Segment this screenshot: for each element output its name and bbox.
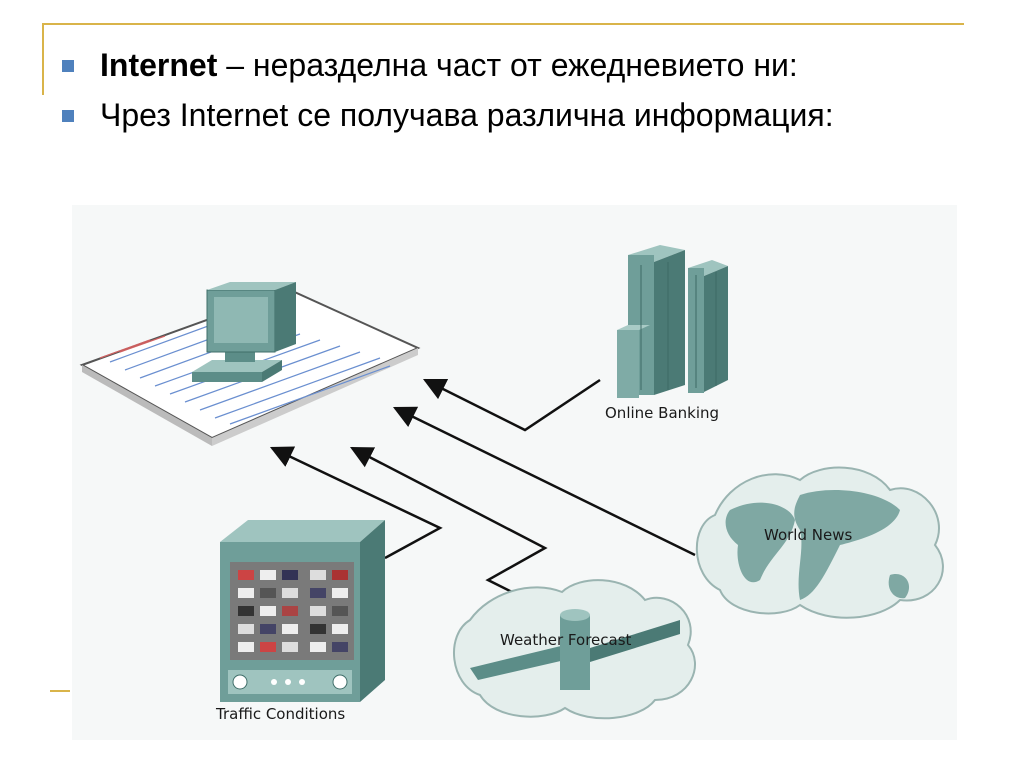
footer-rule [50, 690, 70, 692]
bullet-text: – неразделна част от ежедневието ни: [217, 47, 798, 83]
bullet-item-2: Чрез Internet се получава различна инфор… [62, 90, 834, 140]
bullet-item-1: Internet – неразделна част от ежедневиет… [62, 40, 834, 90]
bullet-text: Чрез Internet се получава различна инфор… [100, 97, 834, 133]
top-rule [42, 23, 964, 25]
traffic-monitor-icon: Traffic Conditions [215, 520, 385, 723]
world-news-cloud: World News [695, 466, 944, 619]
left-rule [42, 23, 44, 95]
weather-forecast-cloud: Weather Forecast [453, 579, 696, 720]
arrow-weather [350, 446, 548, 594]
traffic-conditions-label: Traffic Conditions [215, 705, 345, 723]
bullet-square-icon [62, 110, 74, 122]
computer-icon [79, 282, 421, 446]
bullet-square-icon [62, 60, 74, 72]
world-news-label: World News [764, 526, 852, 544]
arrow-news [392, 406, 696, 557]
weather-forecast-label: Weather Forecast [500, 631, 632, 649]
parking-lot-image [238, 570, 348, 652]
arrow-banking [422, 378, 601, 432]
arrow-traffic [269, 446, 443, 560]
online-banking-label: Online Banking [605, 404, 719, 422]
bullet-bold-text: Internet [100, 47, 218, 83]
bullet-list: Internet – неразделна част от ежедневиет… [62, 40, 834, 140]
building-icon: Online Banking [605, 245, 728, 422]
